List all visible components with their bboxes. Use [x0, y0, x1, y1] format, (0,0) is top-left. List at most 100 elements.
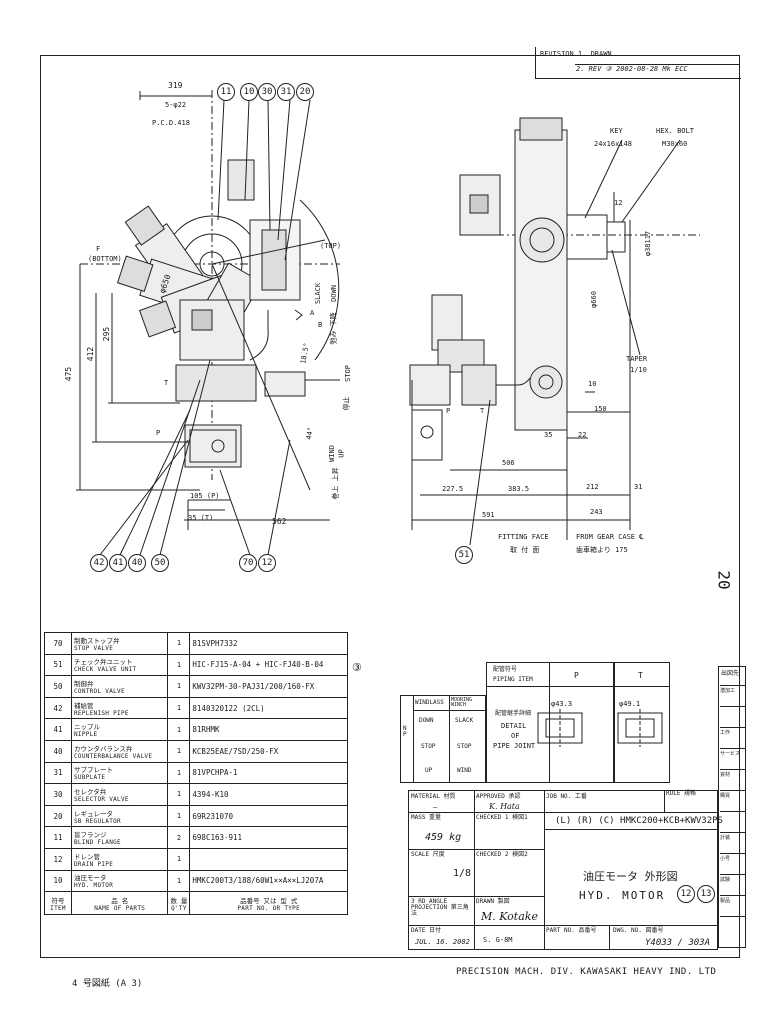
- from-gear-label: FROM GEAR CASE ℄: [576, 533, 644, 541]
- stamp-row: [720, 811, 746, 815]
- dim-412: 412: [86, 346, 96, 362]
- title-circle-12: 12: [677, 885, 695, 903]
- callout-11: 11: [217, 83, 235, 101]
- callout-10: 10: [240, 83, 258, 101]
- taper-ratio: 1/10: [630, 366, 647, 374]
- part-qty: 1: [167, 653, 191, 677]
- part-qty: 1: [167, 696, 191, 720]
- np-label: N P: [403, 725, 407, 738]
- part-number: 698C163-911: [189, 826, 348, 849]
- detail-label: DETAIL: [501, 722, 527, 730]
- winch-slack: SLACK: [455, 717, 474, 724]
- mass-label: MASS 重量: [411, 814, 442, 821]
- part-item-no: 20: [44, 804, 72, 828]
- dim-31: 31: [634, 483, 643, 491]
- dim-295: 295: [102, 326, 112, 342]
- slack-label: SLACK: [314, 282, 323, 305]
- sheet-code: S. G-8M: [483, 936, 513, 944]
- scale-value: 1/8: [453, 868, 472, 879]
- pipe-joint-label: PIPE JOINT: [493, 742, 536, 750]
- callout-40: 40: [128, 554, 146, 572]
- piping-detail: 配管符号 PIPING ITEM 配管継手詳細 DETAIL OF PIPE J…: [486, 662, 614, 783]
- part-qty: 1: [167, 869, 191, 893]
- from-gear-jp: 歯車箱より 175: [576, 546, 628, 554]
- revision-line-2: 2. REV ③ 2002-08-28 Mk ECC: [576, 65, 688, 73]
- dim-10: 10: [588, 380, 597, 388]
- callout-42: 42: [90, 554, 108, 572]
- part-qty: 1: [167, 847, 191, 871]
- part-number: 81RHMK: [189, 718, 348, 741]
- fitting-face-jp: 取 付 面: [510, 546, 540, 554]
- part-qty: 1: [167, 632, 191, 655]
- dim-35: 35 (T): [188, 514, 214, 522]
- callout-31: 31: [277, 83, 295, 101]
- dim-22: 22: [578, 431, 587, 439]
- of-label: OF: [511, 732, 520, 740]
- slack-jp-label: 弛み 下降: [329, 312, 338, 345]
- hex-bolt-label: HEX. BOLT: [656, 127, 694, 135]
- stamp-row: 購買: [720, 790, 746, 799]
- part-number: HMKC200T3/188/60W1××A××LJ207A: [189, 869, 348, 893]
- part-qty: 1: [167, 675, 191, 698]
- detail-jp: 配管継手詳細: [495, 710, 532, 717]
- dim-150: 150: [594, 405, 607, 413]
- callout-70: 70: [239, 554, 257, 572]
- checked1-label: CHECKED 1 検図1: [476, 814, 528, 821]
- dim-105: 105 (P): [190, 492, 220, 500]
- winch-wind: WIND: [457, 767, 472, 774]
- stop-label: STOP: [343, 365, 352, 382]
- date-label: DATE 日付: [411, 927, 442, 934]
- sheet-number: 20: [714, 570, 734, 590]
- dwg-no-value: Y4033 / 303A: [645, 938, 711, 948]
- part-item-no: 31: [44, 761, 72, 785]
- dim-475: 475: [64, 366, 74, 382]
- holes-label: 5-φ22: [165, 101, 187, 109]
- part-no-label: PART NO. 品番号: [546, 927, 597, 934]
- bolt-size: M30x60: [662, 140, 688, 148]
- mass-value: 459 kg: [425, 832, 462, 843]
- label-a: A: [310, 309, 315, 317]
- part-qty: 1: [167, 761, 191, 785]
- wind-jp-label: 巻上 上昇: [331, 467, 340, 500]
- part-item-no: 41: [44, 718, 72, 741]
- approved-value: K. Hata: [489, 802, 520, 811]
- stop-jp-label: 停止: [342, 396, 351, 411]
- distribution-stamp-column: 出図先 潜加工工作サービス資材購買計装小号試験製品: [718, 666, 746, 948]
- part-number: KCB25EAE/7SD/250-FX: [189, 739, 348, 763]
- stamp-row: 製品: [720, 895, 746, 904]
- bottom-label: (BOTTOM): [88, 255, 122, 263]
- top-label: (TOP): [320, 242, 342, 250]
- dim-319: 319: [168, 81, 183, 90]
- revision-block: REVISION 1. DRAWN 2. REV ③ 2002-08-28 Mk…: [535, 47, 741, 79]
- label-p-left: P: [156, 429, 161, 437]
- part-number: [189, 847, 348, 871]
- t-dia: φ49.1: [619, 700, 641, 708]
- dim-383-5: 383.5: [508, 485, 530, 493]
- dim-506: 506: [502, 459, 515, 467]
- left-view-drawing: [76, 90, 340, 556]
- callout-30: 30: [258, 83, 276, 101]
- up-label: UP: [337, 449, 346, 458]
- drawing-title-jp: 油圧モータ 外形図: [583, 870, 678, 883]
- model-value: (L) (R) (C) HMKC200+KCB+KWV32PS: [555, 816, 723, 826]
- rotation-table: WINDLASS MOORING WINCH N P DOWN STOP UP …: [400, 695, 486, 783]
- drawing-title-en: HYD. MOTOR: [579, 889, 666, 902]
- checked2-label: CHECKED 2 検図2: [476, 851, 528, 858]
- label-t-left: T: [164, 379, 169, 387]
- dia-38117: φ38117: [644, 230, 653, 257]
- callout-50: 50: [151, 554, 169, 572]
- part-number: 81VPCHPA-1: [189, 761, 348, 785]
